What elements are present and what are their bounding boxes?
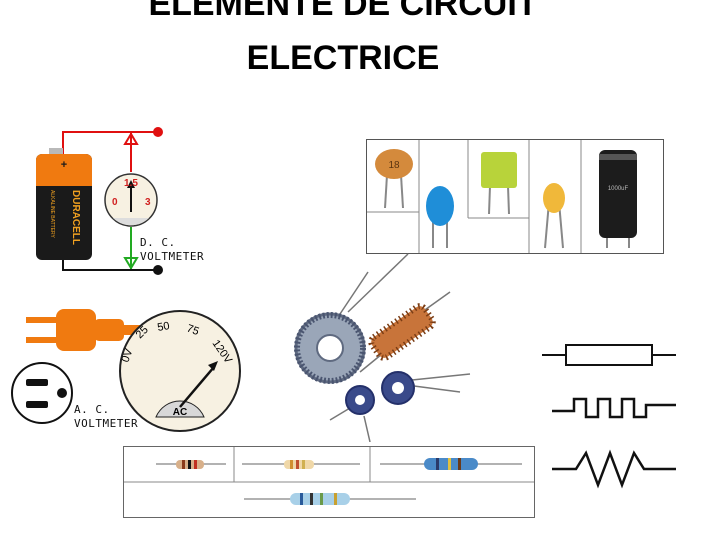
ac-dial-label: AC — [173, 407, 187, 418]
ac-label-line2: VOLTMETER — [74, 417, 139, 430]
ac-meter-dial-icon: 0V 25 50 75 120V AC — [119, 310, 241, 432]
battery-subtitle: ALKALINE BATTERY — [49, 190, 55, 239]
dc-meter-dial-icon: 0 1.5 3 — [104, 173, 158, 227]
ac-voltmeter-illustration: 0V 25 50 75 120V AC — [11, 309, 241, 432]
capacitors-panel: 18 1000uF — [366, 139, 664, 254]
toroid-inductor-large-icon — [294, 253, 409, 384]
toroid-inductor-small-icon — [381, 371, 471, 405]
resistors-panel — [123, 446, 535, 518]
resistor-zigzag-symbol-icon — [552, 449, 676, 489]
ac-scale-0: 0V — [120, 347, 136, 364]
power-outlet-icon — [11, 362, 73, 424]
electrolytic-code: 1000uF — [608, 186, 629, 192]
slide-title-line2: ELECTRICE — [246, 39, 440, 77]
film-capacitor-green-icon — [481, 152, 517, 215]
resistor-cream-icon — [242, 460, 360, 469]
battery-brand: DURACELL — [70, 190, 81, 245]
ceramic-capacitor-brown-icon: 18 — [375, 149, 413, 209]
ac-scale-75: 75 — [185, 323, 201, 338]
slide-title-line1: ELEMENTE DE CIRCUIT — [148, 0, 538, 23]
resistors-illustration — [124, 447, 534, 505]
capacitors-illustration: 18 1000uF — [367, 140, 637, 253]
dc-scale-0: 0 — [112, 197, 118, 208]
resistor-lightblue-icon — [244, 493, 416, 505]
resistor-blue-icon — [380, 458, 522, 470]
battery-icon: + DURACELL ALKALINE BATTERY — [36, 148, 92, 260]
electrolytic-capacitor-icon: 1000uF — [599, 150, 637, 248]
dc-scale-1-5: 1.5 — [124, 178, 138, 189]
resistor-rectangle-symbol-icon — [542, 344, 676, 366]
dc-label-line1: D. C. — [140, 236, 176, 249]
inductors-illustration — [294, 253, 471, 442]
ceramic-code: 18 — [388, 160, 400, 171]
resistor-symbols — [542, 344, 676, 489]
ac-scale-50: 50 — [156, 320, 170, 334]
tantalum-capacitor-yellow-icon — [543, 183, 565, 249]
toroid-inductor-tiny-icon — [329, 385, 375, 442]
ac-label-line1: A. C. — [74, 403, 110, 416]
solenoid-inductor-icon — [359, 291, 451, 373]
resistor-square-wave-symbol-icon — [552, 397, 676, 419]
resistor-beige-icon — [156, 460, 226, 469]
dc-voltmeter-circuit: + DURACELL ALKALINE BATTERY 0 1.5 3 — [36, 127, 163, 275]
dc-scale-3: 3 — [145, 197, 151, 208]
ceramic-capacitor-blue-icon — [426, 186, 454, 248]
battery-plus: + — [61, 159, 67, 171]
dc-label-line2: VOLTMETER — [140, 250, 205, 263]
